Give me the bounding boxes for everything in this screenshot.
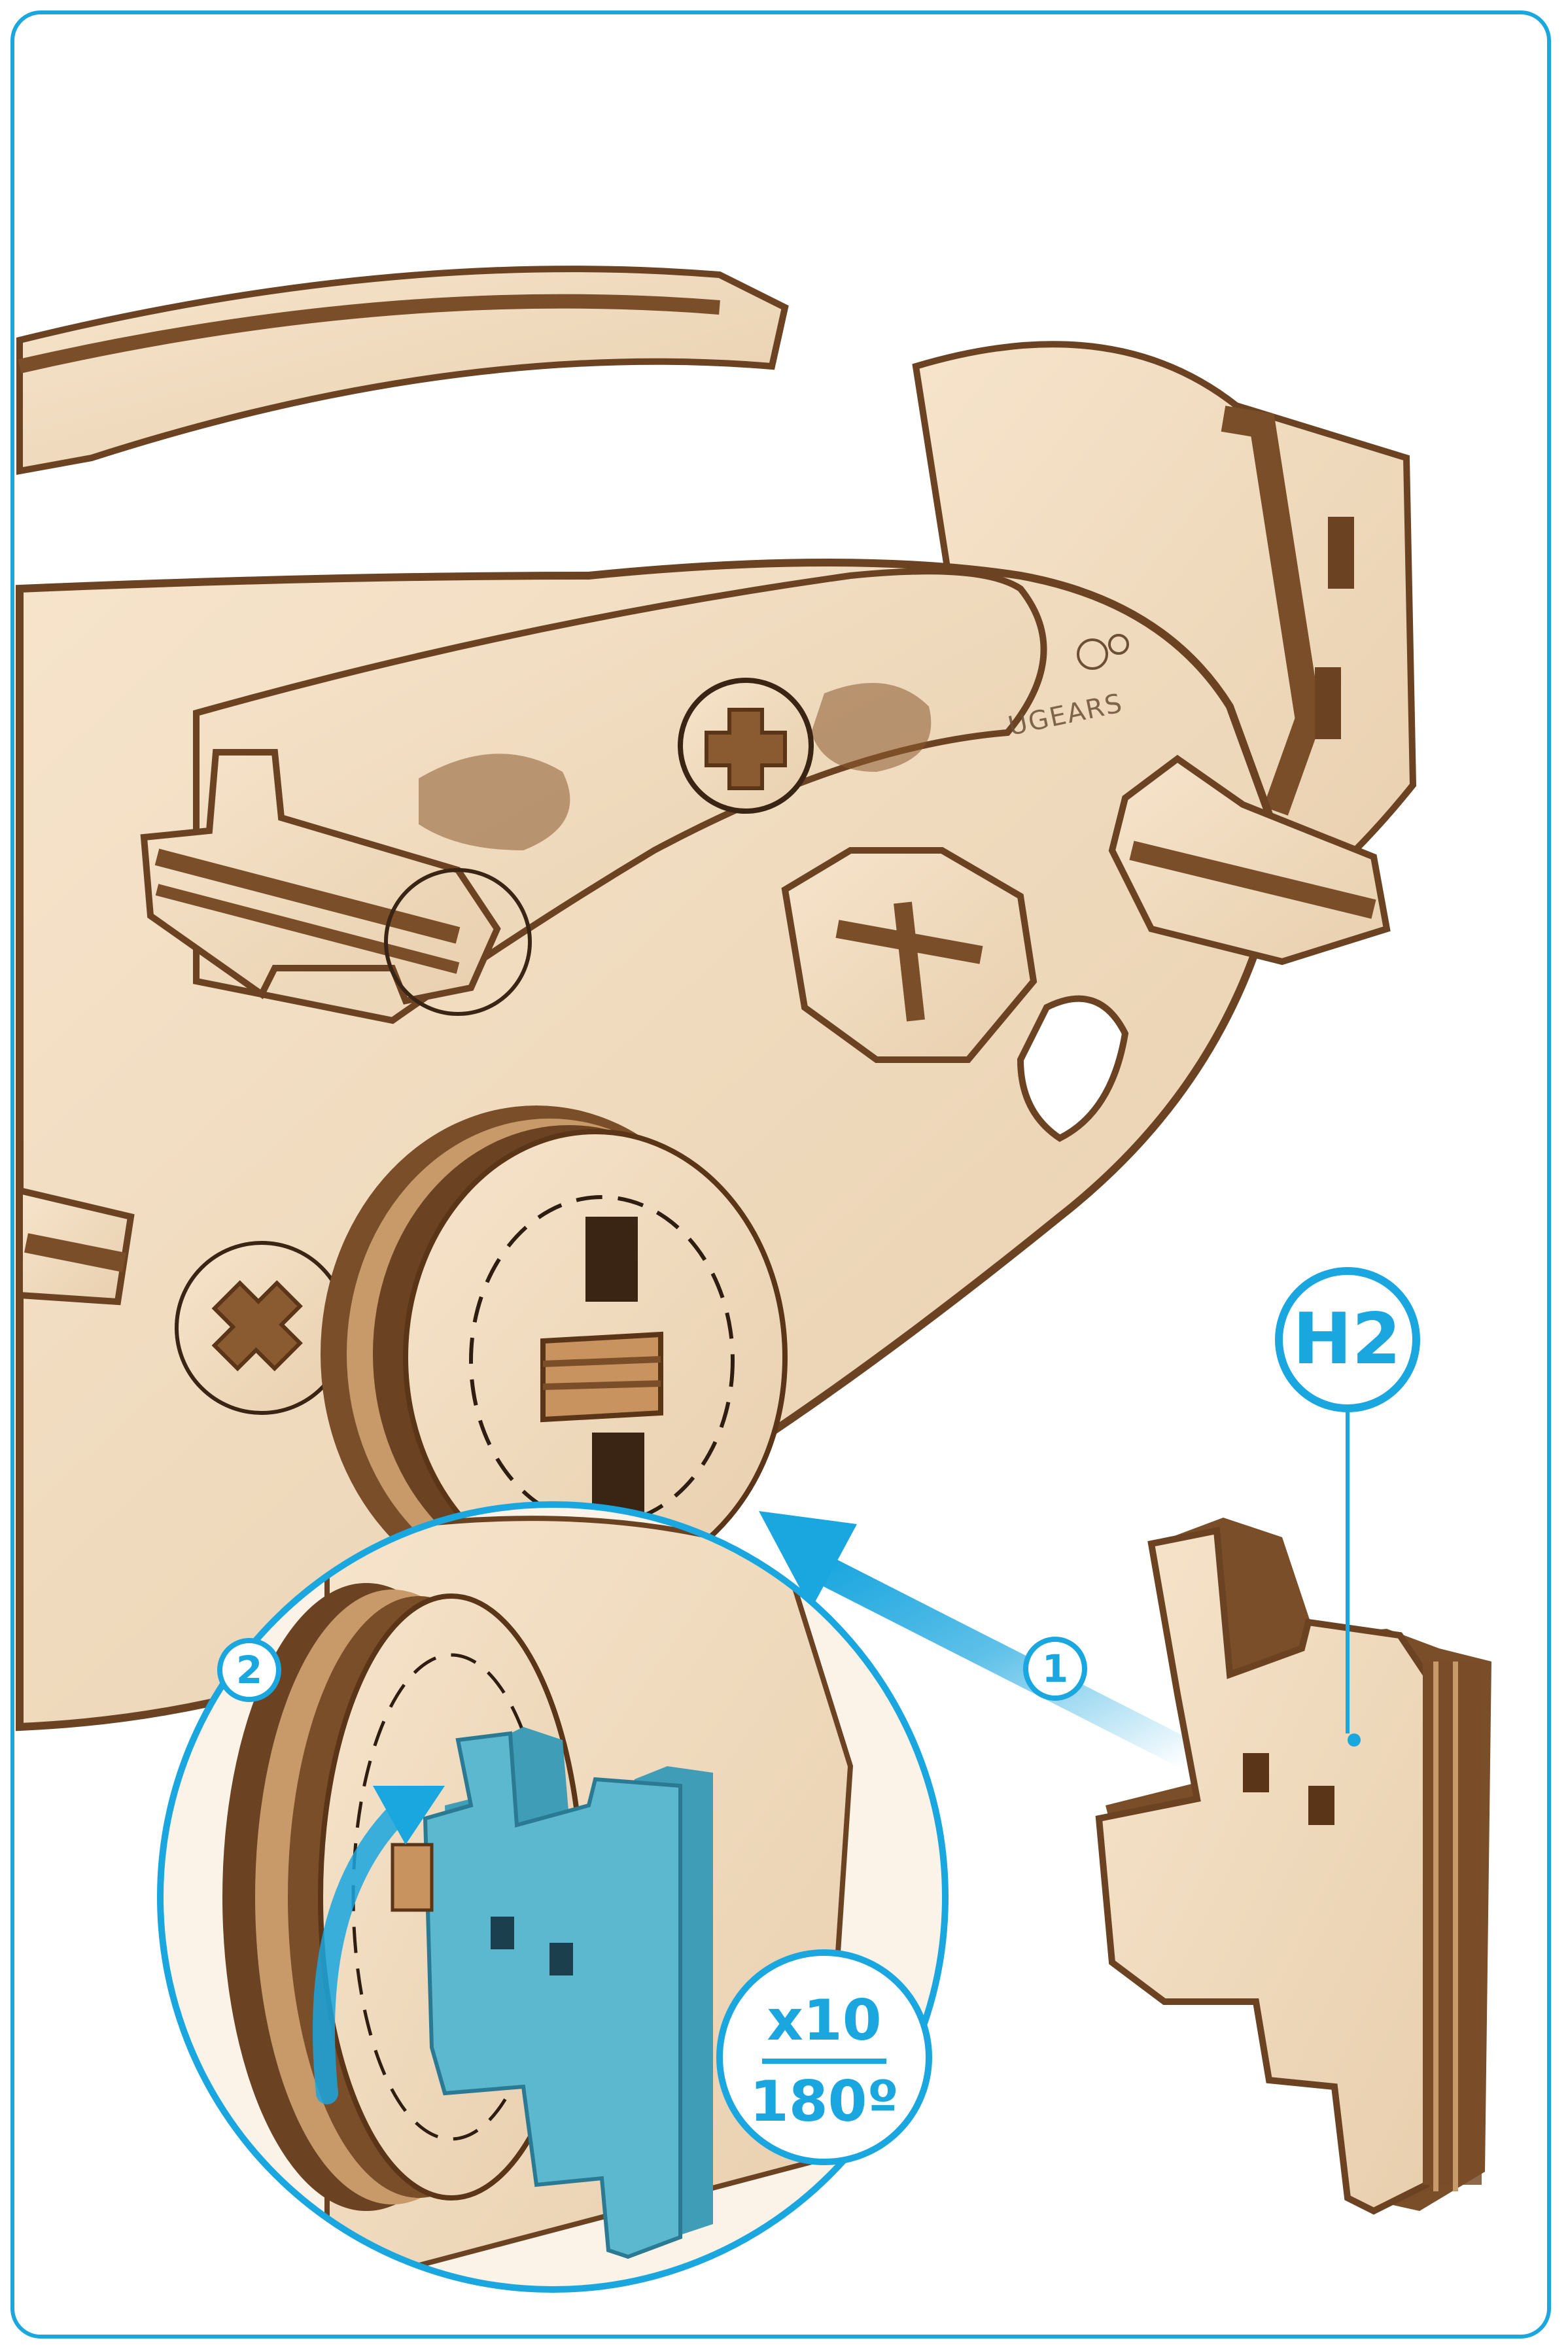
fraction-bar xyxy=(762,2059,886,2064)
quantity-rotation-label: x10 180º xyxy=(726,1985,922,2137)
step-2-number: 2 xyxy=(221,1642,277,1698)
wooden-model xyxy=(20,269,1413,1727)
h2-part xyxy=(1099,1518,1491,2211)
step-1-number: 1 xyxy=(1027,1641,1083,1697)
rotation-text: 180º xyxy=(750,2069,899,2134)
quantity-text: x10 xyxy=(767,1988,881,2053)
zoom-detail xyxy=(157,1505,949,2296)
part-label: H2 xyxy=(1278,1287,1416,1392)
